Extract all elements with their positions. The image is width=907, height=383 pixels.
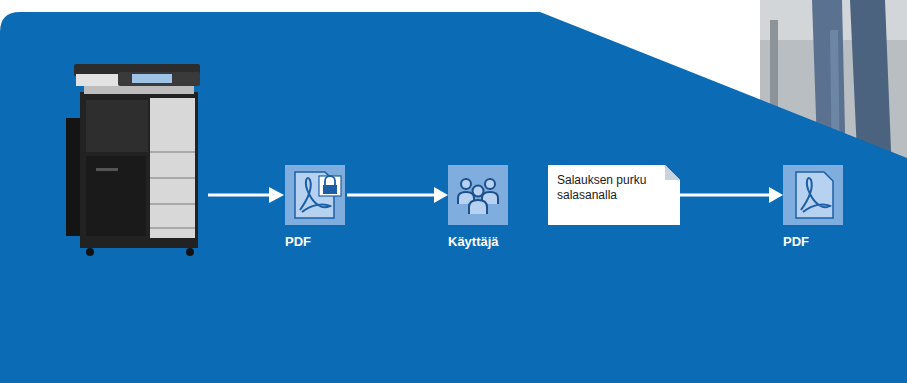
blue-panel-part [0, 12, 907, 383]
pdf-icon [783, 165, 843, 225]
pdf-icon-part [796, 172, 833, 218]
icon-tile: PDF [783, 165, 845, 249]
pdf-lock-icon-part [319, 176, 341, 196]
arrow-head [434, 187, 448, 203]
pdf-icon-part [783, 165, 843, 225]
tile-area [783, 165, 843, 225]
pdf-lock-icon-part [285, 165, 345, 225]
node-label: Käyttäjä [448, 234, 510, 249]
printer-arrow [208, 187, 284, 203]
user-group-icon-part [473, 186, 484, 197]
user-group-icon-part [485, 179, 495, 189]
note-text: Salauksen purku salasanalla [557, 173, 662, 203]
tile-area [285, 165, 345, 225]
node-label: PDF [783, 234, 845, 249]
printer-illustration-part [132, 74, 172, 83]
printer-illustration-part [86, 100, 148, 152]
printer-illustration [66, 64, 200, 256]
printer-illustration-part [150, 203, 195, 205]
note-fill [548, 165, 680, 225]
arrow-line [680, 194, 770, 197]
printer-illustration-part [150, 177, 195, 179]
printer-illustration-part [186, 248, 194, 256]
user-group-icon-part [469, 200, 487, 214]
arrow-line [347, 194, 435, 197]
printer-illustration-part [150, 151, 195, 153]
printer-arrow-part [208, 194, 270, 197]
pdf-lock-icon [285, 165, 345, 225]
printer-arrow-part [269, 187, 284, 203]
printer-illustration-part [80, 92, 198, 248]
pdf-lock-icon-part [325, 176, 335, 186]
note-box: Salauksen purku salasanalla [548, 165, 680, 225]
printer-illustration-part [96, 168, 118, 171]
printer-illustration-part [86, 248, 94, 256]
pdf-icon-part [801, 178, 830, 212]
printer-illustration-part [84, 86, 194, 94]
tile-area [448, 165, 508, 225]
icon-tile: PDF [285, 165, 347, 249]
pdf-lock-icon-part [323, 185, 337, 194]
note-fold [665, 165, 680, 180]
icon-tile: Käyttäjä [448, 165, 510, 249]
flow-arrow [680, 187, 783, 203]
printer-illustration-part [150, 227, 195, 229]
user-group-icon-part [461, 179, 471, 189]
user-group-icon-part [448, 165, 508, 225]
printer-illustration-part [150, 98, 195, 238]
printer-illustration-part [86, 156, 146, 236]
flow-arrow [347, 187, 448, 203]
arrow-head [769, 187, 783, 203]
node-label: PDF [285, 234, 347, 249]
user-group-icon [448, 165, 508, 225]
printer-illustration-part [118, 72, 200, 86]
blue-panel [0, 12, 907, 383]
